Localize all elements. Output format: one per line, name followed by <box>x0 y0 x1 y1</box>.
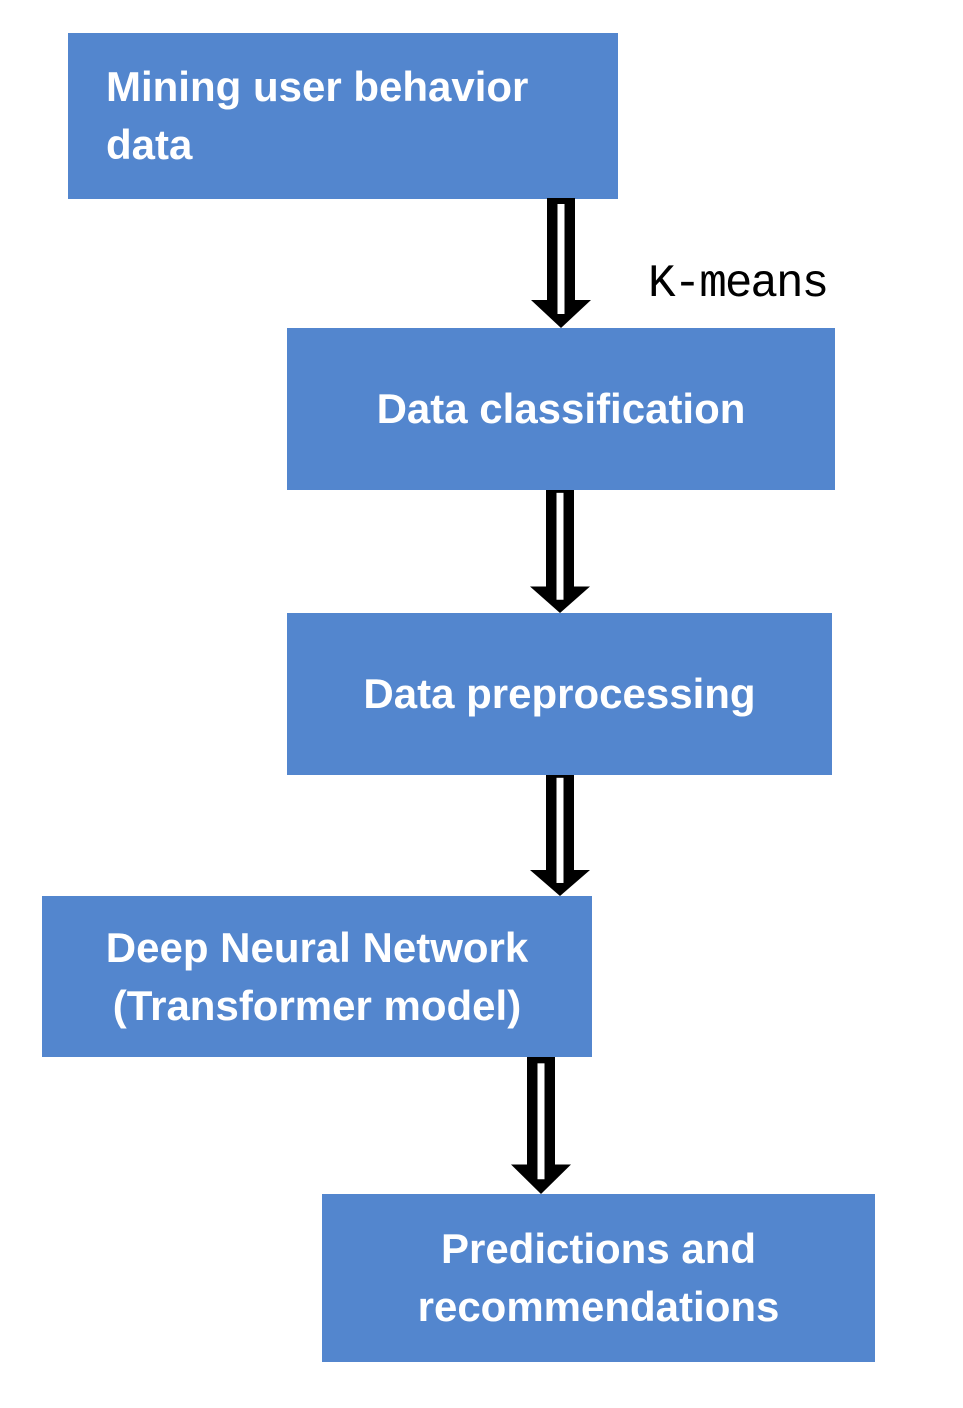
node-label-line: Mining user behavior <box>106 63 529 111</box>
node-data-preprocessing: Data preprocessing <box>287 613 832 775</box>
edge-label-kmeans: K-means <box>648 258 829 310</box>
node-data-classification: Data classification <box>287 328 835 490</box>
node-label-line: data <box>106 121 193 168</box>
node-label-line: Predictions and <box>440 1225 757 1273</box>
down-arrow-icon-preprocessing-to-dnn <box>530 775 590 896</box>
node-mining-user-behavior-data: Mining user behavior data <box>68 33 618 199</box>
node-predictions-and-recommendations: Predictions and recommendations <box>322 1194 875 1362</box>
down-arrow-icon-mining-to-classification <box>531 198 591 328</box>
node-label-line: recommendations <box>417 1283 780 1330</box>
node-deep-neural-network: Deep Neural Network (Transformer model) <box>42 896 592 1057</box>
down-arrow-icon-classification-to-preprocessing <box>530 490 590 613</box>
node-label-line: (Transformer model) <box>112 981 522 1029</box>
down-arrow-icon-dnn-to-predictions <box>511 1057 571 1194</box>
node-label-line: Data classification <box>376 385 746 433</box>
node-label-line: Data preprocessing <box>363 670 756 718</box>
node-label-line: Deep Neural Network <box>105 923 529 971</box>
